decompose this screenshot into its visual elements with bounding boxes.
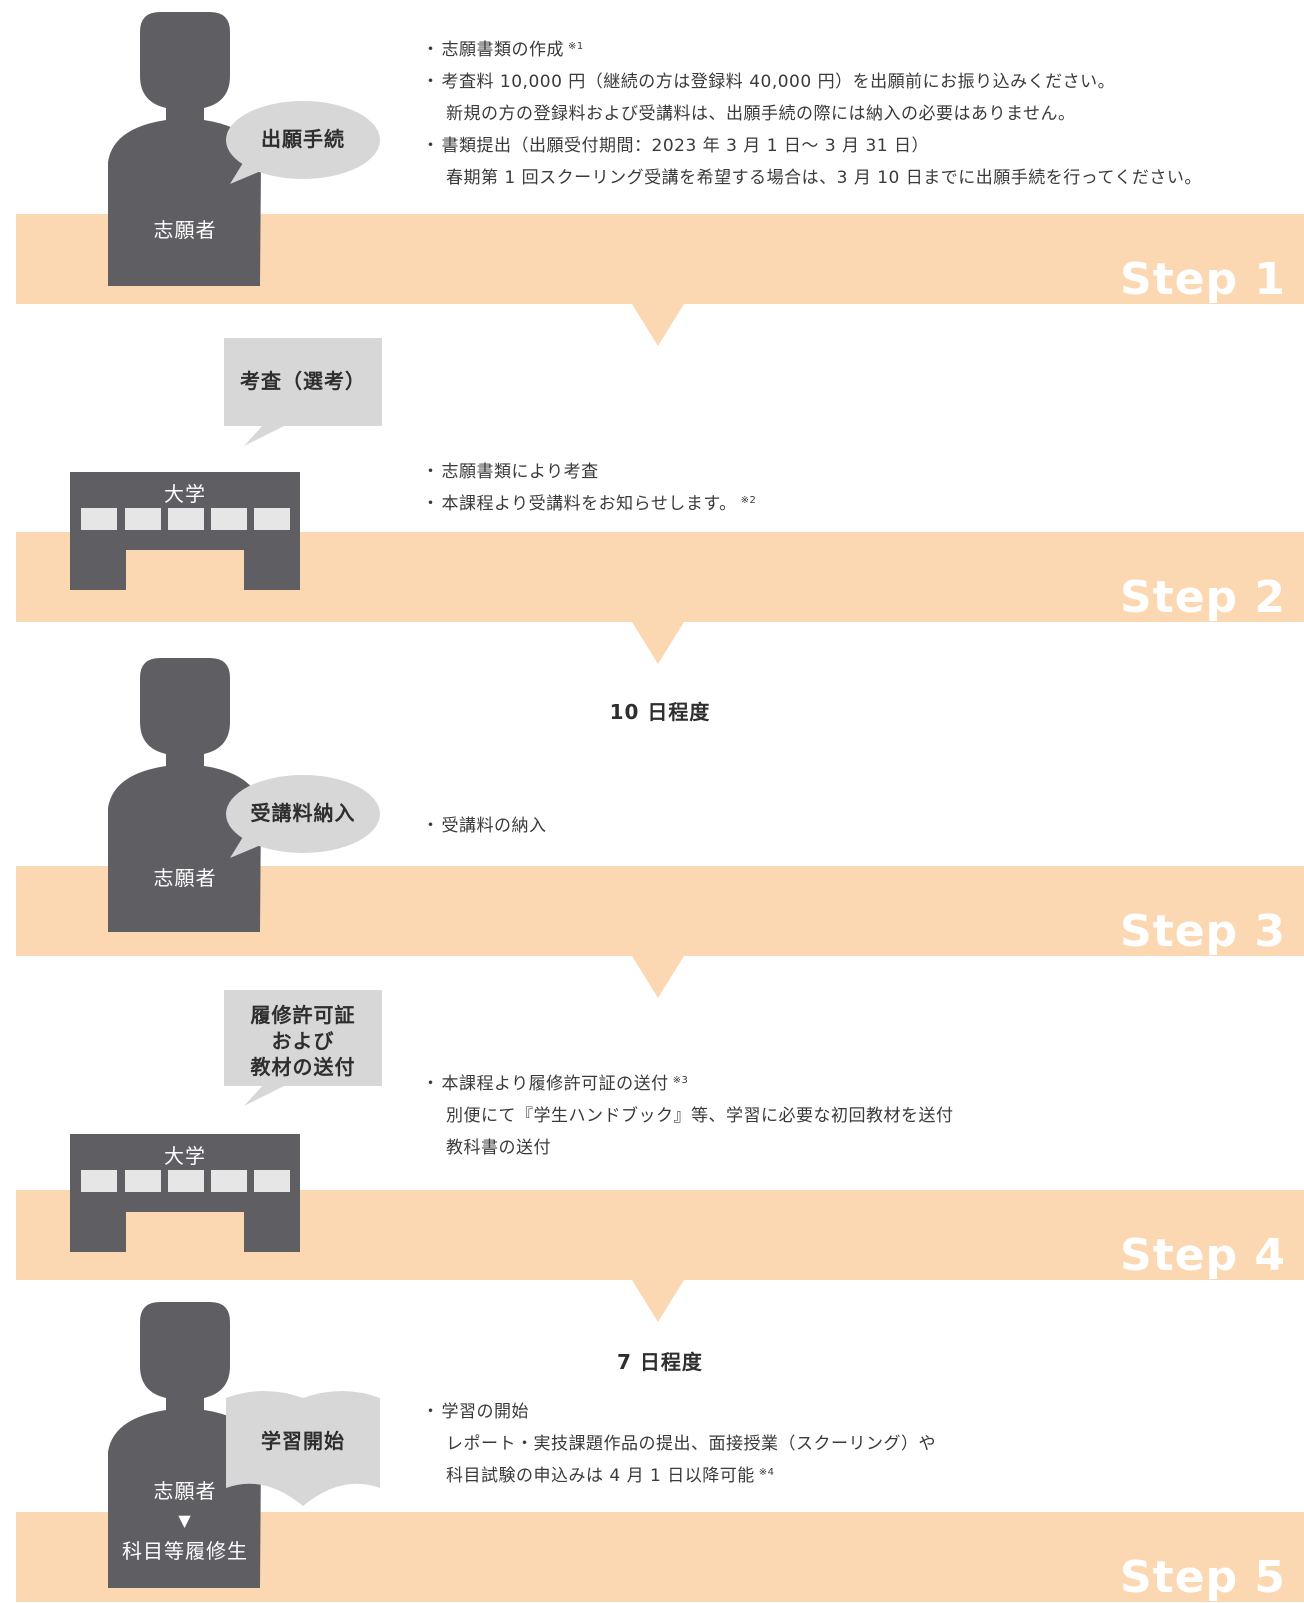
speech-bubble-icon: 受講料納入 bbox=[224, 774, 382, 864]
step-label-5: Step 5 bbox=[1120, 1552, 1286, 1603]
speech-bubble-icon: 履修許可証 および 教材の送付 bbox=[224, 990, 382, 1108]
step-label-4: Step 4 bbox=[1120, 1230, 1286, 1281]
down-arrow-icon bbox=[632, 956, 684, 998]
detail-line: 受講料の納入 bbox=[428, 810, 1288, 842]
detail-line: 教科書の送付 bbox=[446, 1138, 551, 1158]
actor-label: 志願者 bbox=[153, 866, 217, 890]
step-4-details: 本課程より履修許可証の送付※3 別便にて『学生ハンドブック』等、学習に必要な初回… bbox=[428, 1068, 1288, 1164]
university-building-icon: 大学 bbox=[70, 1134, 300, 1252]
person-silhouette-icon: 志願者 ▼ 科目等履修生 bbox=[106, 1300, 264, 1592]
actor-label: 志願者 ▼ 科目等履修生 bbox=[106, 1476, 264, 1566]
step-label-1: Step 1 bbox=[1120, 254, 1286, 305]
person-silhouette-icon: 志願者 bbox=[106, 656, 264, 936]
detail-line: 春期第 1 回スクーリング受講を希望する場合は、3 月 10 日までに出願手続を… bbox=[446, 168, 1202, 188]
detail-line: 志願書類により考査 bbox=[428, 456, 1288, 488]
speech-bubble-icon: 出願手続 bbox=[224, 100, 382, 190]
detail-line: 考査料 10,000 円（継続の方は登録料 40,000 円）を出願前にお振り込… bbox=[428, 66, 1288, 98]
open-book-icon: 学習開始 bbox=[224, 1388, 382, 1506]
detail-line: 学習の開始 bbox=[428, 1396, 1288, 1428]
detail-line: 本課程より受講料をお知らせします。※2 bbox=[428, 488, 1288, 520]
detail-line: 別便にて『学生ハンドブック』等、学習に必要な初回教材を送付 bbox=[446, 1106, 954, 1126]
detail-line: 科目試験の申込みは 4 月 1 日以降可能※4 bbox=[446, 1466, 775, 1486]
step-5-details: 学習の開始 レポート・実技課題作品の提出、面接授業（スクーリング）や 科目試験の… bbox=[428, 1396, 1288, 1492]
duration-label: 10 日程度 bbox=[609, 700, 711, 724]
down-arrow-icon bbox=[632, 622, 684, 664]
down-arrow-icon bbox=[632, 304, 684, 346]
actor-label: 大学 bbox=[164, 482, 206, 506]
step-1-details: 志願書類の作成※1 考査料 10,000 円（継続の方は登録料 40,000 円… bbox=[428, 34, 1288, 194]
detail-line: 新規の方の登録料および受講料は、出願手続の際には納入の必要はありません。 bbox=[446, 104, 1076, 124]
step-2-details: 志願書類により考査 本課程より受講料をお知らせします。※2 bbox=[428, 456, 1288, 520]
actor-label: 志願者 bbox=[153, 218, 217, 242]
bubble-label: 受講料納入 bbox=[250, 801, 356, 825]
step-label-2: Step 2 bbox=[1120, 572, 1286, 623]
person-silhouette-icon: 志願者 bbox=[106, 10, 264, 290]
bubble-label: 考査（選考） bbox=[240, 369, 366, 393]
bubble-label: 学習開始 bbox=[261, 1429, 345, 1453]
bubble-label: 履修許可証 および 教材の送付 bbox=[250, 1003, 356, 1079]
bubble-label: 出願手続 bbox=[261, 127, 345, 151]
speech-bubble-icon: 考査（選考） bbox=[224, 338, 382, 448]
university-building-icon: 大学 bbox=[70, 472, 300, 590]
step-3-details: 受講料の納入 bbox=[428, 810, 1288, 842]
detail-line: 本課程より履修許可証の送付※3 bbox=[428, 1068, 1288, 1100]
down-arrow-icon: ▼ bbox=[178, 1511, 192, 1530]
actor-label: 大学 bbox=[164, 1144, 206, 1168]
detail-line: 書類提出（出願受付期間：2023 年 3 月 1 日～ 3 月 31 日） bbox=[428, 130, 1288, 162]
step-label-3: Step 3 bbox=[1120, 906, 1286, 957]
down-arrow-icon bbox=[632, 1280, 684, 1322]
detail-line: レポート・実技課題作品の提出、面接授業（スクーリング）や bbox=[446, 1434, 936, 1454]
detail-line: 志願書類の作成※1 bbox=[428, 34, 1288, 66]
duration-label: 7 日程度 bbox=[617, 1350, 703, 1374]
